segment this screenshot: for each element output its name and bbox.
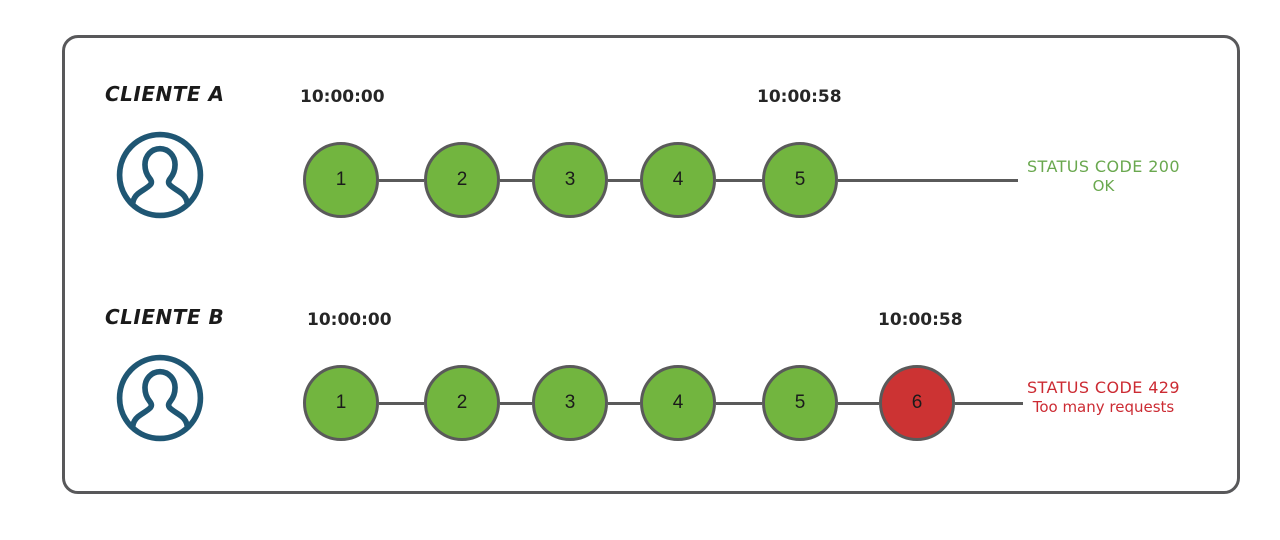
request-node[interactable]: 2: [424, 365, 500, 441]
user-avatar-icon: [113, 351, 207, 445]
chain-link: [716, 402, 762, 405]
request-node-label: 4: [672, 392, 684, 413]
request-node[interactable]: 1: [303, 365, 379, 441]
request-node-label: 3: [564, 169, 576, 190]
request-node[interactable]: 5: [762, 142, 838, 218]
request-node[interactable]: 1: [303, 142, 379, 218]
status-badge-b: STATUS CODE 429 Too many requests: [1027, 378, 1180, 417]
request-node-label: 1: [335, 169, 347, 190]
request-node[interactable]: 4: [640, 365, 716, 441]
request-node[interactable]: 4: [640, 142, 716, 218]
request-node[interactable]: 3: [532, 365, 608, 441]
timestamp-end-a: 10:00:58: [757, 87, 842, 107]
request-node-rejected[interactable]: 6: [879, 365, 955, 441]
chain-link: [379, 402, 424, 405]
status-badge-a: STATUS CODE 200 OK: [1027, 157, 1180, 196]
status-message-text: OK: [1092, 177, 1115, 195]
chain-link: [608, 402, 640, 405]
request-node[interactable]: 3: [532, 142, 608, 218]
status-code-text: STATUS CODE 429: [1027, 378, 1180, 397]
request-node-label: 2: [456, 169, 468, 190]
timestamp-start-a: 10:00:00: [300, 87, 385, 107]
request-node-label: 3: [564, 392, 576, 413]
chain-link: [716, 179, 762, 182]
chain-tail-line: [955, 402, 1023, 405]
status-code-text: STATUS CODE 200: [1027, 157, 1180, 176]
chain-tail-line: [838, 179, 1018, 182]
request-node-label: 6: [911, 392, 923, 413]
chain-link: [838, 402, 879, 405]
client-label-b: CLIENTE B: [105, 305, 225, 329]
status-message-text: Too many requests: [1032, 398, 1175, 416]
request-node[interactable]: 2: [424, 142, 500, 218]
timestamp-end-b: 10:00:58: [878, 310, 963, 330]
client-label-a: CLIENTE A: [105, 82, 225, 106]
chain-link: [379, 179, 424, 182]
request-node-label: 4: [672, 169, 684, 190]
request-node-label: 1: [335, 392, 347, 413]
chain-link: [500, 402, 532, 405]
diagram-frame: [62, 35, 1240, 494]
request-node-label: 2: [456, 392, 468, 413]
timestamp-start-b: 10:00:00: [307, 310, 392, 330]
user-avatar-icon: [113, 128, 207, 222]
chain-link: [608, 179, 640, 182]
request-node-label: 5: [794, 169, 806, 190]
request-node[interactable]: 5: [762, 365, 838, 441]
request-node-label: 5: [794, 392, 806, 413]
chain-link: [500, 179, 532, 182]
